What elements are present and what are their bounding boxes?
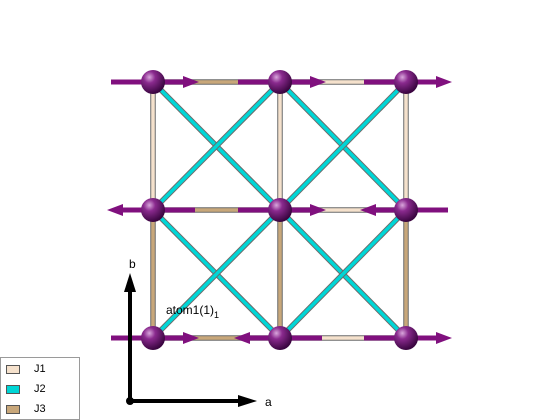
legend-item-j1: J1 (6, 362, 46, 376)
a-axis-label: a (265, 395, 272, 409)
bond-j2-1-1-b (278, 208, 408, 340)
spin-arrow-2-0-head (183, 332, 199, 344)
axes: b a (124, 257, 272, 409)
b-axis-label: b (129, 257, 136, 271)
legend-swatch-j2 (6, 384, 20, 394)
atoms-layer (141, 70, 418, 350)
legend-label-j2: J2 (34, 383, 46, 395)
legend-label-j1: J1 (34, 363, 46, 375)
spin-arrow-0-0-head (183, 76, 199, 88)
bond-j2-0-0-b (151, 80, 282, 212)
atom-label: atom1(1)1 (166, 303, 219, 320)
atom-2-2 (394, 326, 418, 350)
spin-arrow-2-2-head (436, 332, 452, 344)
b-axis-arrowhead (124, 273, 136, 292)
atom-1-2 (394, 198, 418, 222)
atom-label-main: atom1(1) (166, 303, 214, 317)
spin-arrow-1-1-head (310, 204, 326, 216)
atom-1-0 (141, 198, 165, 222)
legend-swatch-j3 (6, 404, 20, 414)
spin-arrow-1-2-head (360, 204, 376, 216)
atom-1-1 (268, 198, 292, 222)
spin-arrow-2-1-head (234, 332, 250, 344)
legend-item-j2: J2 (6, 382, 46, 396)
spin-arrow-0-2-head (436, 76, 452, 88)
legend-swatch-j1 (6, 364, 20, 374)
atom-0-1 (268, 70, 292, 94)
atom-0-0 (141, 70, 165, 94)
legend-item-j3: J3 (6, 402, 46, 416)
legend-label-j3: J3 (34, 403, 46, 415)
atom-2-0 (141, 326, 165, 350)
spin-arrow-1-0-head (107, 204, 123, 216)
a-axis-arrowhead (238, 395, 257, 407)
bond-j2-0-1-b (151, 208, 282, 340)
atom-0-2 (394, 70, 418, 94)
atom-2-1 (268, 326, 292, 350)
axes-origin (126, 397, 134, 405)
bond-j2-1-0-b (278, 80, 408, 212)
bond-legend: J1 J2 J3 (0, 357, 80, 420)
atom-label-sub: 1 (214, 310, 219, 320)
spin-arrow-0-1-head (310, 76, 326, 88)
